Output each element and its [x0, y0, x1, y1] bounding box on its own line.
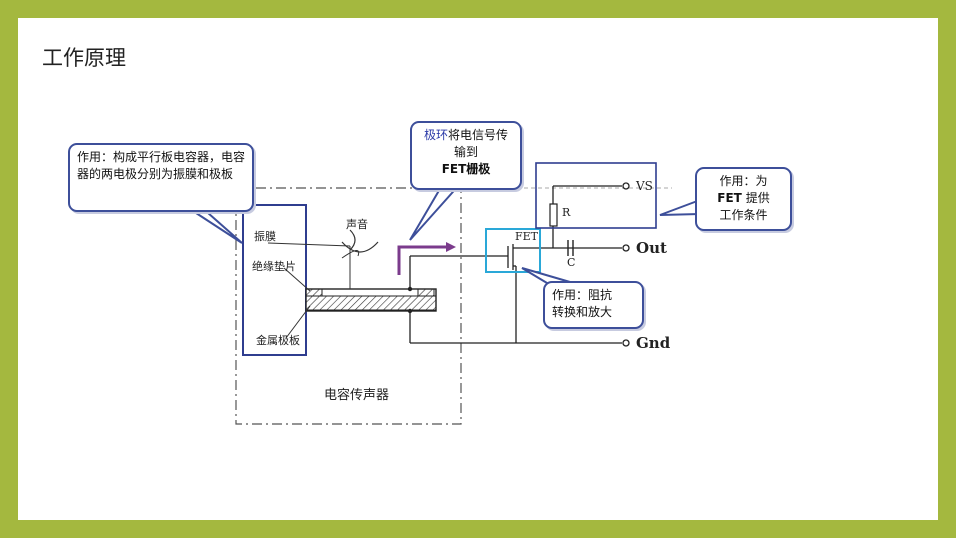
sound-label: 声音 — [346, 218, 368, 231]
capacitor-label: C — [567, 256, 576, 269]
fet-callout-line2: 转换和放大 — [552, 305, 613, 319]
vs-highlight-box — [535, 162, 657, 229]
sensor-enclosure — [235, 187, 462, 425]
metal-plate-label: 金属极板 — [256, 334, 300, 347]
plates-callout: 作用：构成平行板电容器，电容器的两电极分别为振膜和极板 — [68, 143, 254, 212]
plates-callout-text: 作用：构成平行板电容器，电容器的两电极分别为振膜和极板 — [77, 150, 246, 181]
fet-callout-line1: 作用：阻抗 — [552, 288, 613, 302]
ring-callout-part1: 极环 — [423, 128, 448, 142]
vs-callout-line1: 作用：为 — [719, 174, 768, 188]
insulating-ring-label: 绝缘垫片 — [252, 260, 296, 273]
signal-arrow — [397, 245, 448, 275]
vs-terminal-label: VS — [636, 179, 653, 193]
fet-callout: 作用：阻抗 转换和放大 — [543, 281, 644, 329]
resistor — [549, 203, 558, 227]
vs-callout: 作用：为 FET 提供 工作条件 — [695, 167, 792, 231]
vs-callout-line2: 提供 — [745, 191, 770, 205]
vs-callout-fet: FET — [717, 191, 742, 205]
sensor-label: 电容传声器 — [324, 388, 390, 403]
out-terminal-label: Out — [636, 239, 667, 257]
fet-highlight-box — [485, 228, 541, 273]
vs-callout-line3: 工作条件 — [719, 208, 768, 222]
gnd-terminal-label: Gnd — [636, 334, 671, 352]
ring-callout-part3: FET栅极 — [441, 162, 491, 176]
resistor-label: R — [562, 206, 571, 219]
ring-callout-part2: 将电信号传输到 — [448, 128, 509, 159]
plates-highlight-box — [242, 204, 307, 356]
diaphragm-label: 振膜 — [254, 230, 276, 243]
page-title: 工作原理 — [42, 46, 126, 70]
ring-callout: 极环将电信号传输到 FET栅极 — [410, 121, 522, 190]
fet-label: FET — [515, 230, 538, 243]
